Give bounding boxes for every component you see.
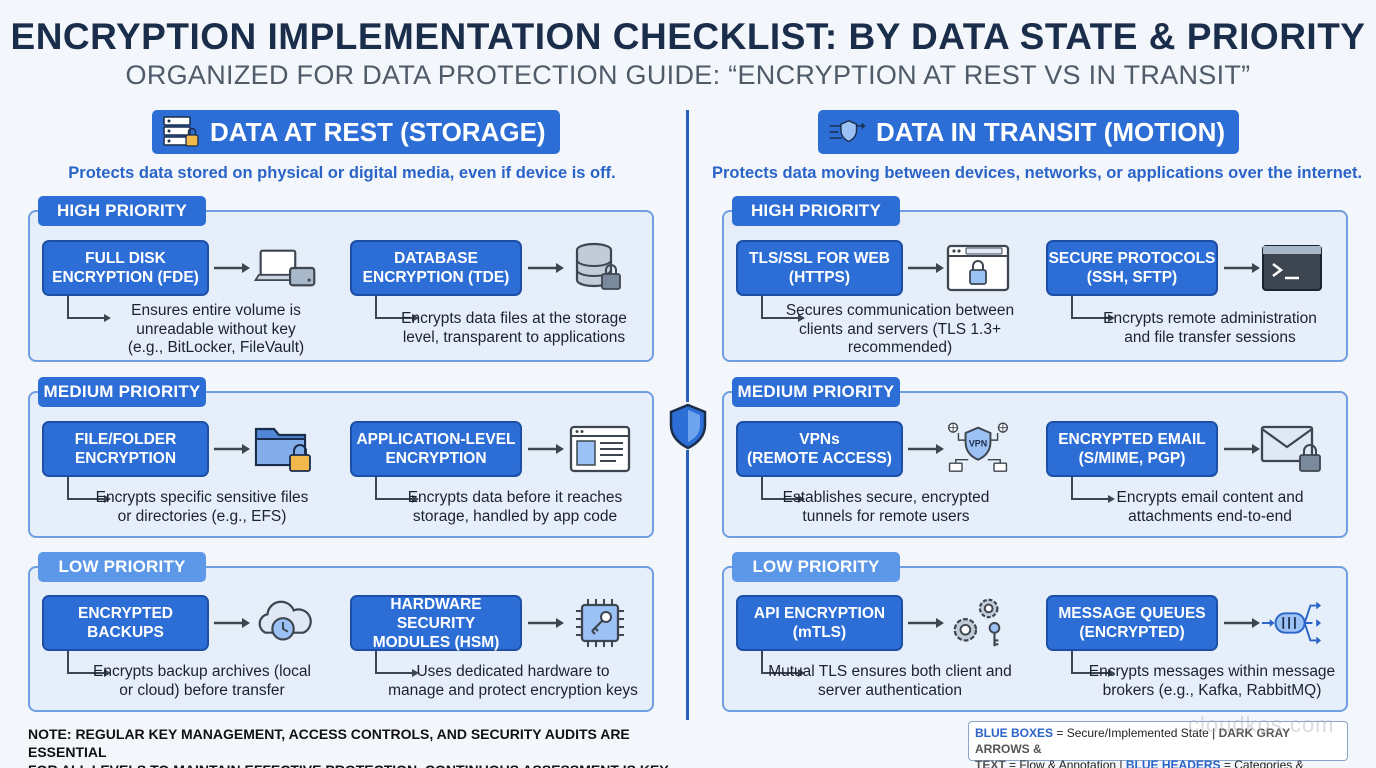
in-transit-low-tag: LOW PRIORITY [732, 552, 900, 582]
app-level-item: APPLICATION-LEVEL ENCRYPTION Encrypts da… [350, 421, 650, 561]
tls-item: TLS/SSL FOR WEB (HTTPS) Secures communic… [736, 240, 1036, 380]
queues-item: MESSAGE QUEUES (ENCRYPTED) Encrypts mess… [1046, 595, 1346, 735]
page-subtitle: ORGANIZED FOR DATA PROTECTION GUIDE: “EN… [125, 60, 1251, 90]
watermark: cloudkos.com [1188, 712, 1335, 737]
cloud-backup-icon [252, 595, 316, 651]
app-level-description: Encrypts data before it reaches storage,… [407, 489, 623, 525]
ssh-item: SECURE PROTOCOLS (SSH, SFTP) Encrypts re… [1046, 240, 1346, 380]
vpn-icon-text: VPN [969, 438, 987, 448]
file-folder-item: FILE/FOLDER ENCRYPTION Encrypts specific… [42, 421, 342, 561]
footnote: NOTE: REGULAR KEY MANAGEMENT, ACCESS CON… [28, 726, 671, 768]
tde-item: DATABASE ENCRYPTION (TDE) Encrypts data … [350, 240, 650, 380]
center-shield-icon [667, 402, 709, 450]
tde-description: Encrypts data files at the storage level… [401, 310, 627, 346]
hsm-box: HARDWARE SECURITY MODULES (HSM) [350, 595, 522, 651]
legend-headers-text: = Categories & Priorities [1223, 758, 1304, 768]
legend-blue-headers: BLUE HEADERS [1125, 758, 1221, 768]
hsm-item: HARDWARE SECURITY MODULES (HSM) Uses ded… [350, 595, 650, 735]
in-transit-high-tag: HIGH PRIORITY [732, 196, 900, 226]
at-rest-header-label: DATA AT REST (STORAGE) [210, 116, 546, 147]
backups-box: ENCRYPTED BACKUPS [42, 595, 209, 651]
chip-key-icon [568, 595, 632, 651]
hsm-description: Uses dedicated hardware to manage and pr… [388, 663, 638, 699]
ssh-description: Encrypts remote administration and file … [1103, 310, 1317, 346]
fde-item: FULL DISK ENCRYPTION (FDE) Ensures entir… [42, 240, 342, 380]
api-box: API ENCRYPTION (mTLS) [736, 595, 903, 651]
legend-dark-gray: DARK GRAY ARROWS & [975, 726, 1290, 756]
at-rest-header: DATA AT REST (STORAGE) [152, 110, 560, 154]
backups-item: ENCRYPTED BACKUPS Encrypts backup archiv… [42, 595, 342, 735]
tde-box: DATABASE ENCRYPTION (TDE) [350, 240, 522, 296]
email-item: ENCRYPTED EMAIL (S/MIME, PGP) Encrypts e… [1046, 421, 1346, 561]
vpn-description: Establishes secure, encrypted tunnels fo… [782, 489, 990, 525]
data-shield-icon [828, 115, 866, 149]
server-lock-icon [162, 115, 200, 149]
email-box: ENCRYPTED EMAIL (S/MIME, PGP) [1046, 421, 1218, 477]
fde-description: Ensures entire volume is unreadable with… [127, 302, 305, 356]
database-lock-icon [568, 240, 632, 296]
queues-description: Encrypts messages within message brokers… [1088, 663, 1336, 699]
terminal-icon [1260, 240, 1324, 296]
in-transit-header: DATA IN TRANSIT (MOTION) [818, 110, 1240, 154]
at-rest-description: Protects data stored on physical or digi… [68, 164, 616, 182]
app-level-box: APPLICATION-LEVEL ENCRYPTION [350, 421, 522, 477]
legend-blue-boxes-text: = Secure/Implemented State | [1053, 726, 1219, 740]
at-rest-medium-tag: MEDIUM PRIORITY [38, 377, 206, 407]
email-lock-icon [1260, 421, 1324, 477]
vpn-item: VPNs (REMOTE ACCESS) VPN Establishes sec… [736, 421, 1036, 561]
legend-text-label: TEXT [975, 758, 1006, 768]
queues-box: MESSAGE QUEUES (ENCRYPTED) [1046, 595, 1218, 651]
page-title: ENCRYPTION IMPLEMENTATION CHECKLIST: BY … [10, 16, 1366, 57]
file-folder-box: FILE/FOLDER ENCRYPTION [42, 421, 209, 477]
legend-flow-text: = Flow & Annotation | [1005, 758, 1126, 768]
file-folder-description: Encrypts specific sensitive files or dir… [95, 489, 309, 525]
laptop-drive-icon [252, 240, 316, 296]
legend-blue-boxes: BLUE BOXES [975, 726, 1054, 740]
in-transit-description: Protects data moving between devices, ne… [711, 164, 1363, 182]
vpn-shield-icon: VPN [946, 421, 1010, 477]
fde-box: FULL DISK ENCRYPTION (FDE) [42, 240, 209, 296]
legend: BLUE BOXES = Secure/Implemented State | … [968, 721, 1348, 768]
browser-lock-icon [946, 240, 1010, 296]
tls-box: TLS/SSL FOR WEB (HTTPS) [736, 240, 903, 296]
gears-key-icon [946, 595, 1010, 651]
queue-icon [1260, 595, 1324, 651]
folder-lock-icon [252, 421, 316, 477]
in-transit-header-label: DATA IN TRANSIT (MOTION) [876, 116, 1226, 147]
vpn-box: VPNs (REMOTE ACCESS) [736, 421, 903, 477]
at-rest-low-tag: LOW PRIORITY [38, 552, 206, 582]
api-description: Mutual TLS ensures both client and serve… [768, 663, 1012, 699]
at-rest-high-tag: HIGH PRIORITY [38, 196, 206, 226]
api-item: API ENCRYPTION (mTLS) Mutual TLS ensures… [736, 595, 1036, 735]
backups-description: Encrypts backup archives (local or cloud… [93, 663, 311, 699]
email-description: Encrypts email content and attachments e… [1116, 489, 1304, 525]
in-transit-medium-tag: MEDIUM PRIORITY [732, 377, 900, 407]
ssh-box: SECURE PROTOCOLS (SSH, SFTP) [1046, 240, 1218, 296]
tls-description: Secures communication between clients an… [785, 302, 1015, 356]
app-window-icon [568, 421, 632, 477]
